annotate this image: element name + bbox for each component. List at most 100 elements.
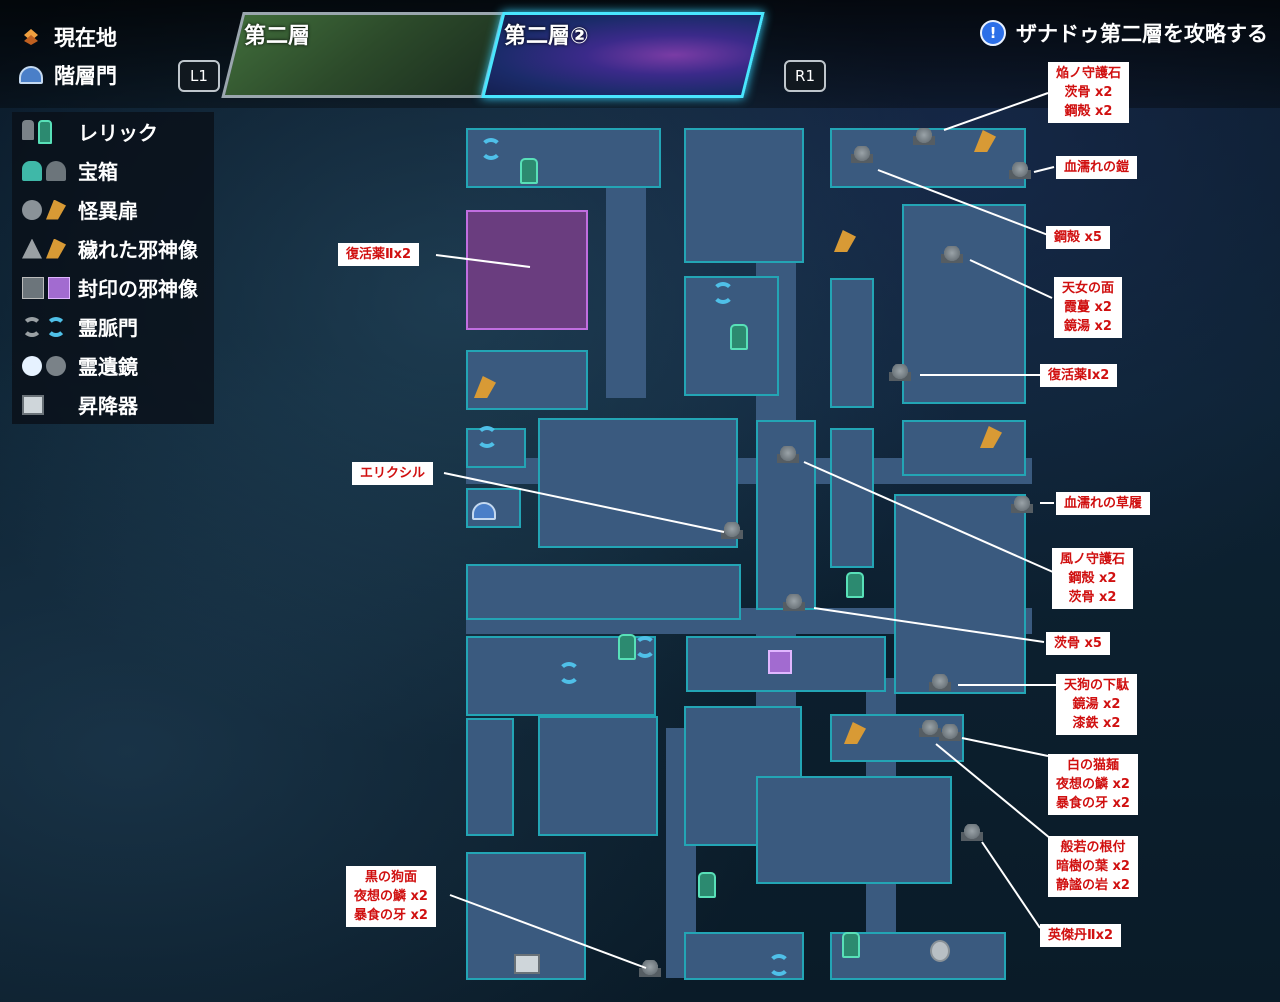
legend-row-sealed-statue: 封印の邪神像 — [12, 268, 214, 307]
chest-teal-icon — [22, 160, 42, 181]
r1-button[interactable]: R1 — [784, 60, 826, 92]
chest-icon[interactable] — [638, 960, 662, 980]
chest-icon[interactable] — [1008, 162, 1032, 182]
relic-icon[interactable] — [520, 158, 538, 184]
elevator-icon — [22, 394, 44, 415]
objective-text: ザナドゥ第二層を攻略する — [1016, 22, 1268, 46]
map-room — [902, 204, 1026, 404]
leyline-gate-icon[interactable] — [480, 138, 502, 160]
tab-floor-2-part-2[interactable]: 第二層② — [481, 12, 765, 98]
leyline-gate-icon[interactable] — [558, 662, 580, 684]
legend-row-leyline-gate: 霊脈門 — [12, 307, 214, 346]
chest-icon[interactable] — [850, 146, 874, 166]
legend-label: 封印の邪神像 — [78, 277, 198, 301]
sealed-statue-icon[interactable] — [768, 650, 792, 674]
chest-icon[interactable] — [720, 522, 744, 542]
chest-icon[interactable] — [1010, 496, 1034, 516]
defiled-statue-orange-icon — [46, 238, 66, 259]
map-room — [466, 564, 741, 620]
map-room — [466, 350, 588, 410]
tab-floor-2-label: 第二層 — [244, 24, 311, 49]
map-room — [830, 428, 874, 568]
annotation-label: 天狗の下駄 鏡湯 x2 漆鉄 x2 — [1056, 674, 1138, 735]
chest-icon[interactable] — [928, 674, 952, 694]
map-room-highlighted — [466, 210, 588, 330]
legend-label: 昇降器 — [78, 394, 138, 418]
legend-row-spirit-mirror: 霊遺鏡 — [12, 346, 214, 385]
elevator-icon[interactable] — [514, 954, 540, 974]
annotation-label: 血濡れの草履 — [1056, 492, 1151, 515]
leyline-gate-icon[interactable] — [712, 282, 734, 304]
annotation-label: 天女の面 霞蔓 x2 鏡湯 x2 — [1054, 277, 1123, 338]
annotation-label: 焔ノ守護石 茨骨 x2 鋼殻 x2 — [1048, 62, 1130, 123]
map-room — [756, 776, 952, 884]
relic-icon[interactable] — [730, 324, 748, 350]
map-legend: レリック 宝箱 怪異扉 穢れた邪神像 封印の邪神像 霊脈門 霊遺鏡 昇降器 — [12, 112, 214, 424]
map-room — [538, 418, 738, 548]
strange-door-icon[interactable] — [834, 230, 856, 252]
location-legend: 現在地 階層門 — [18, 18, 117, 94]
tab-floor-2[interactable]: 第二層 — [221, 12, 505, 98]
legend-row-strange-door: 怪異扉 — [12, 190, 214, 229]
corridor — [606, 158, 646, 398]
tab-floor-2-part-2-label: 第二層② — [504, 24, 589, 49]
legend-label: 霊脈門 — [78, 316, 138, 340]
leyline-gate-icon[interactable] — [476, 426, 498, 448]
legend-label: 霊遺鏡 — [78, 355, 138, 379]
objective-alert-icon: ! — [980, 20, 1006, 46]
map-room — [894, 494, 1026, 694]
map-room — [538, 716, 658, 836]
annotation-label: 白の猫麺 夜想の鱗 x2 暴食の牙 x2 — [1048, 754, 1138, 815]
legend-row-elevator: 昇降器 — [12, 385, 214, 424]
chest-icon[interactable] — [912, 128, 936, 148]
leyline-gate-blue-icon — [46, 316, 66, 337]
map-room — [830, 278, 874, 408]
relic-icon[interactable] — [846, 572, 864, 598]
leyline-gate-icon[interactable] — [768, 954, 790, 976]
current-location-label: 現在地 — [54, 26, 117, 50]
annotation-label: エリクシル — [352, 462, 434, 485]
map-room — [902, 420, 1026, 476]
relic-green-icon — [38, 119, 52, 144]
chest-icon[interactable] — [888, 364, 912, 384]
l1-button[interactable]: L1 — [178, 60, 220, 92]
map-room — [684, 128, 804, 263]
objective: ! ザナドゥ第二層を攻略する — [980, 18, 1268, 48]
relic-icon[interactable] — [698, 872, 716, 898]
dungeon-map[interactable] — [466, 128, 1034, 986]
leyline-gate-icon[interactable] — [634, 636, 656, 658]
relic-icon[interactable] — [842, 932, 860, 958]
chest-icon[interactable] — [782, 594, 806, 614]
spirit-mirror-icon[interactable] — [930, 940, 950, 962]
chest-gray-icon — [46, 160, 66, 181]
floor-gate-label: 階層門 — [54, 64, 117, 88]
legend-row-defiled-statue: 穢れた邪神像 — [12, 229, 214, 268]
legend-label: レリック — [78, 121, 158, 145]
map-room — [466, 128, 661, 188]
defiled-statue-gray-icon — [22, 238, 42, 259]
legend-row-relic: レリック — [12, 112, 214, 151]
annotation-label: 復活薬Ⅰx2 — [1040, 364, 1118, 387]
spirit-mirror-gray-icon — [46, 355, 66, 376]
chest-icon[interactable] — [776, 446, 800, 466]
chest-icon[interactable] — [938, 724, 962, 744]
chest-icon[interactable] — [960, 824, 984, 844]
sealed-statue-purple-icon — [48, 276, 70, 299]
annotation-label: 黒の狗面 夜想の鱗 x2 暴食の牙 x2 — [346, 866, 436, 927]
legend-label: 怪異扉 — [78, 199, 138, 223]
annotation-label: 茨骨 x5 — [1046, 632, 1110, 655]
spirit-mirror-white-icon — [22, 355, 42, 376]
legend-label: 穢れた邪神像 — [78, 238, 198, 262]
floor-gate-icon[interactable] — [472, 502, 496, 520]
sealed-statue-gray-icon — [22, 276, 44, 299]
legend-row-chest: 宝箱 — [12, 151, 214, 190]
relic-gray-icon — [22, 119, 34, 140]
current-location-row: 現在地 — [18, 18, 117, 56]
annotation-label: 風ノ守護石 鋼殻 x2 茨骨 x2 — [1052, 548, 1134, 609]
strange-door-orange-icon — [46, 199, 66, 220]
strange-door-gray-icon — [22, 199, 42, 220]
chest-icon[interactable] — [940, 246, 964, 266]
annotation-label: 般若の根付 暗樹の葉 x2 静謐の岩 x2 — [1048, 836, 1138, 897]
chest-icon[interactable] — [918, 720, 942, 740]
leyline-gate-gray-icon — [22, 316, 42, 337]
